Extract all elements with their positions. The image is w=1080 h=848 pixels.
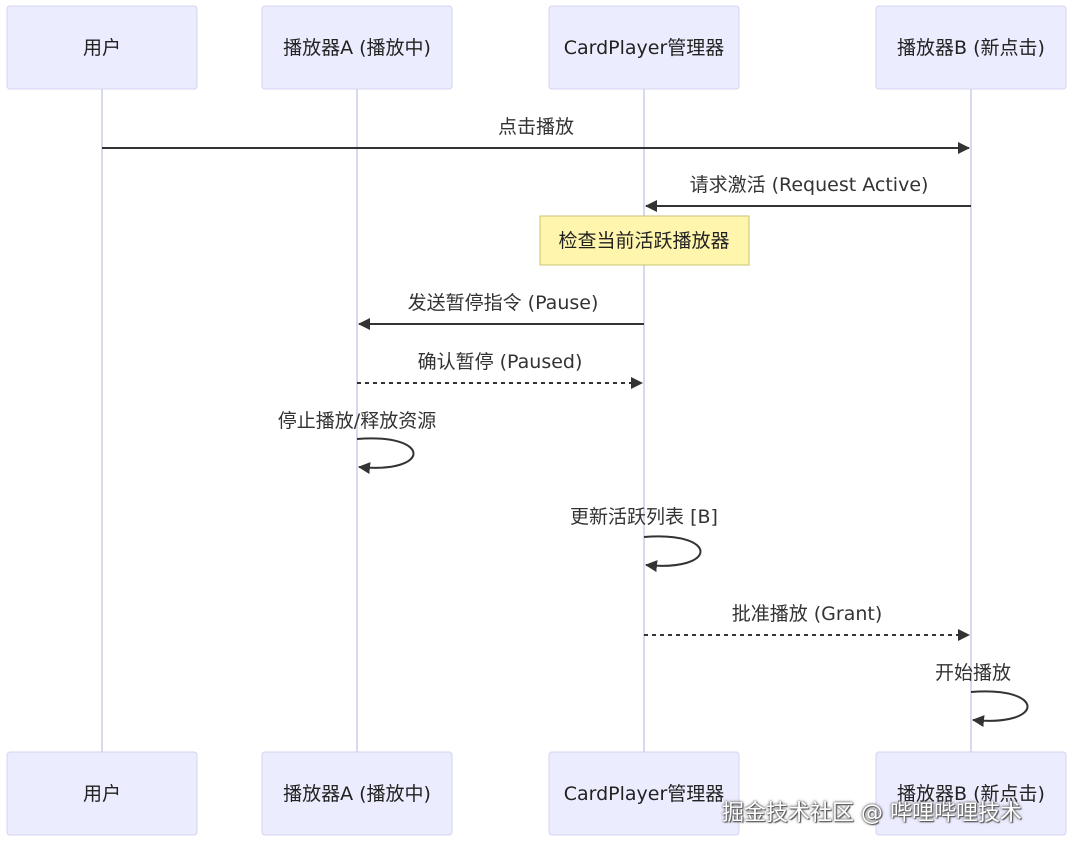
actor-label: 用户 bbox=[83, 37, 121, 59]
message-label: 确认暂停 (Paused) bbox=[418, 351, 583, 373]
message-label: 点击播放 bbox=[498, 116, 574, 138]
actor-label: CardPlayer管理器 bbox=[564, 783, 725, 805]
actor-label: 播放器A (播放中) bbox=[283, 783, 431, 805]
actor-player-a-top: 播放器A (播放中) bbox=[261, 5, 453, 90]
self-loop-arrow bbox=[356, 437, 415, 475]
actor-player-a-bottom: 播放器A (播放中) bbox=[261, 751, 453, 836]
message-label: 批准播放 (Grant) bbox=[732, 603, 883, 625]
message-label: 停止播放/释放资源 bbox=[278, 410, 436, 432]
actor-player-b-top: 播放器B (新点击) bbox=[875, 5, 1067, 90]
note-label: 检查当前活跃播放器 bbox=[558, 230, 729, 252]
note-check-active-player: 检查当前活跃播放器 bbox=[539, 215, 750, 266]
self-loop-arrow bbox=[970, 690, 1029, 728]
actor-label: 播放器A (播放中) bbox=[283, 37, 431, 59]
actor-user-top: 用户 bbox=[6, 5, 198, 90]
actor-label: 播放器B (新点击) bbox=[897, 783, 1045, 805]
actor-label: CardPlayer管理器 bbox=[564, 37, 725, 59]
message-label: 开始播放 bbox=[935, 662, 1011, 684]
actor-manager-top: CardPlayer管理器 bbox=[548, 5, 740, 90]
actor-user-bottom: 用户 bbox=[6, 751, 198, 836]
actor-label: 播放器B (新点击) bbox=[897, 37, 1045, 59]
message-label: 发送暂停指令 (Pause) bbox=[408, 292, 599, 314]
message-label: 请求激活 (Request Active) bbox=[690, 174, 929, 196]
watermark: 掘金技术社区 @ 哔哩哔哩技术 bbox=[722, 801, 1022, 826]
actor-label: 用户 bbox=[83, 783, 121, 805]
self-loop-arrow bbox=[643, 535, 702, 573]
actor-player-b-bottom: 播放器B (新点击) bbox=[875, 751, 1067, 836]
actor-manager-bottom: CardPlayer管理器 bbox=[548, 751, 740, 836]
message-label: 更新活跃列表 [B] bbox=[570, 506, 718, 528]
